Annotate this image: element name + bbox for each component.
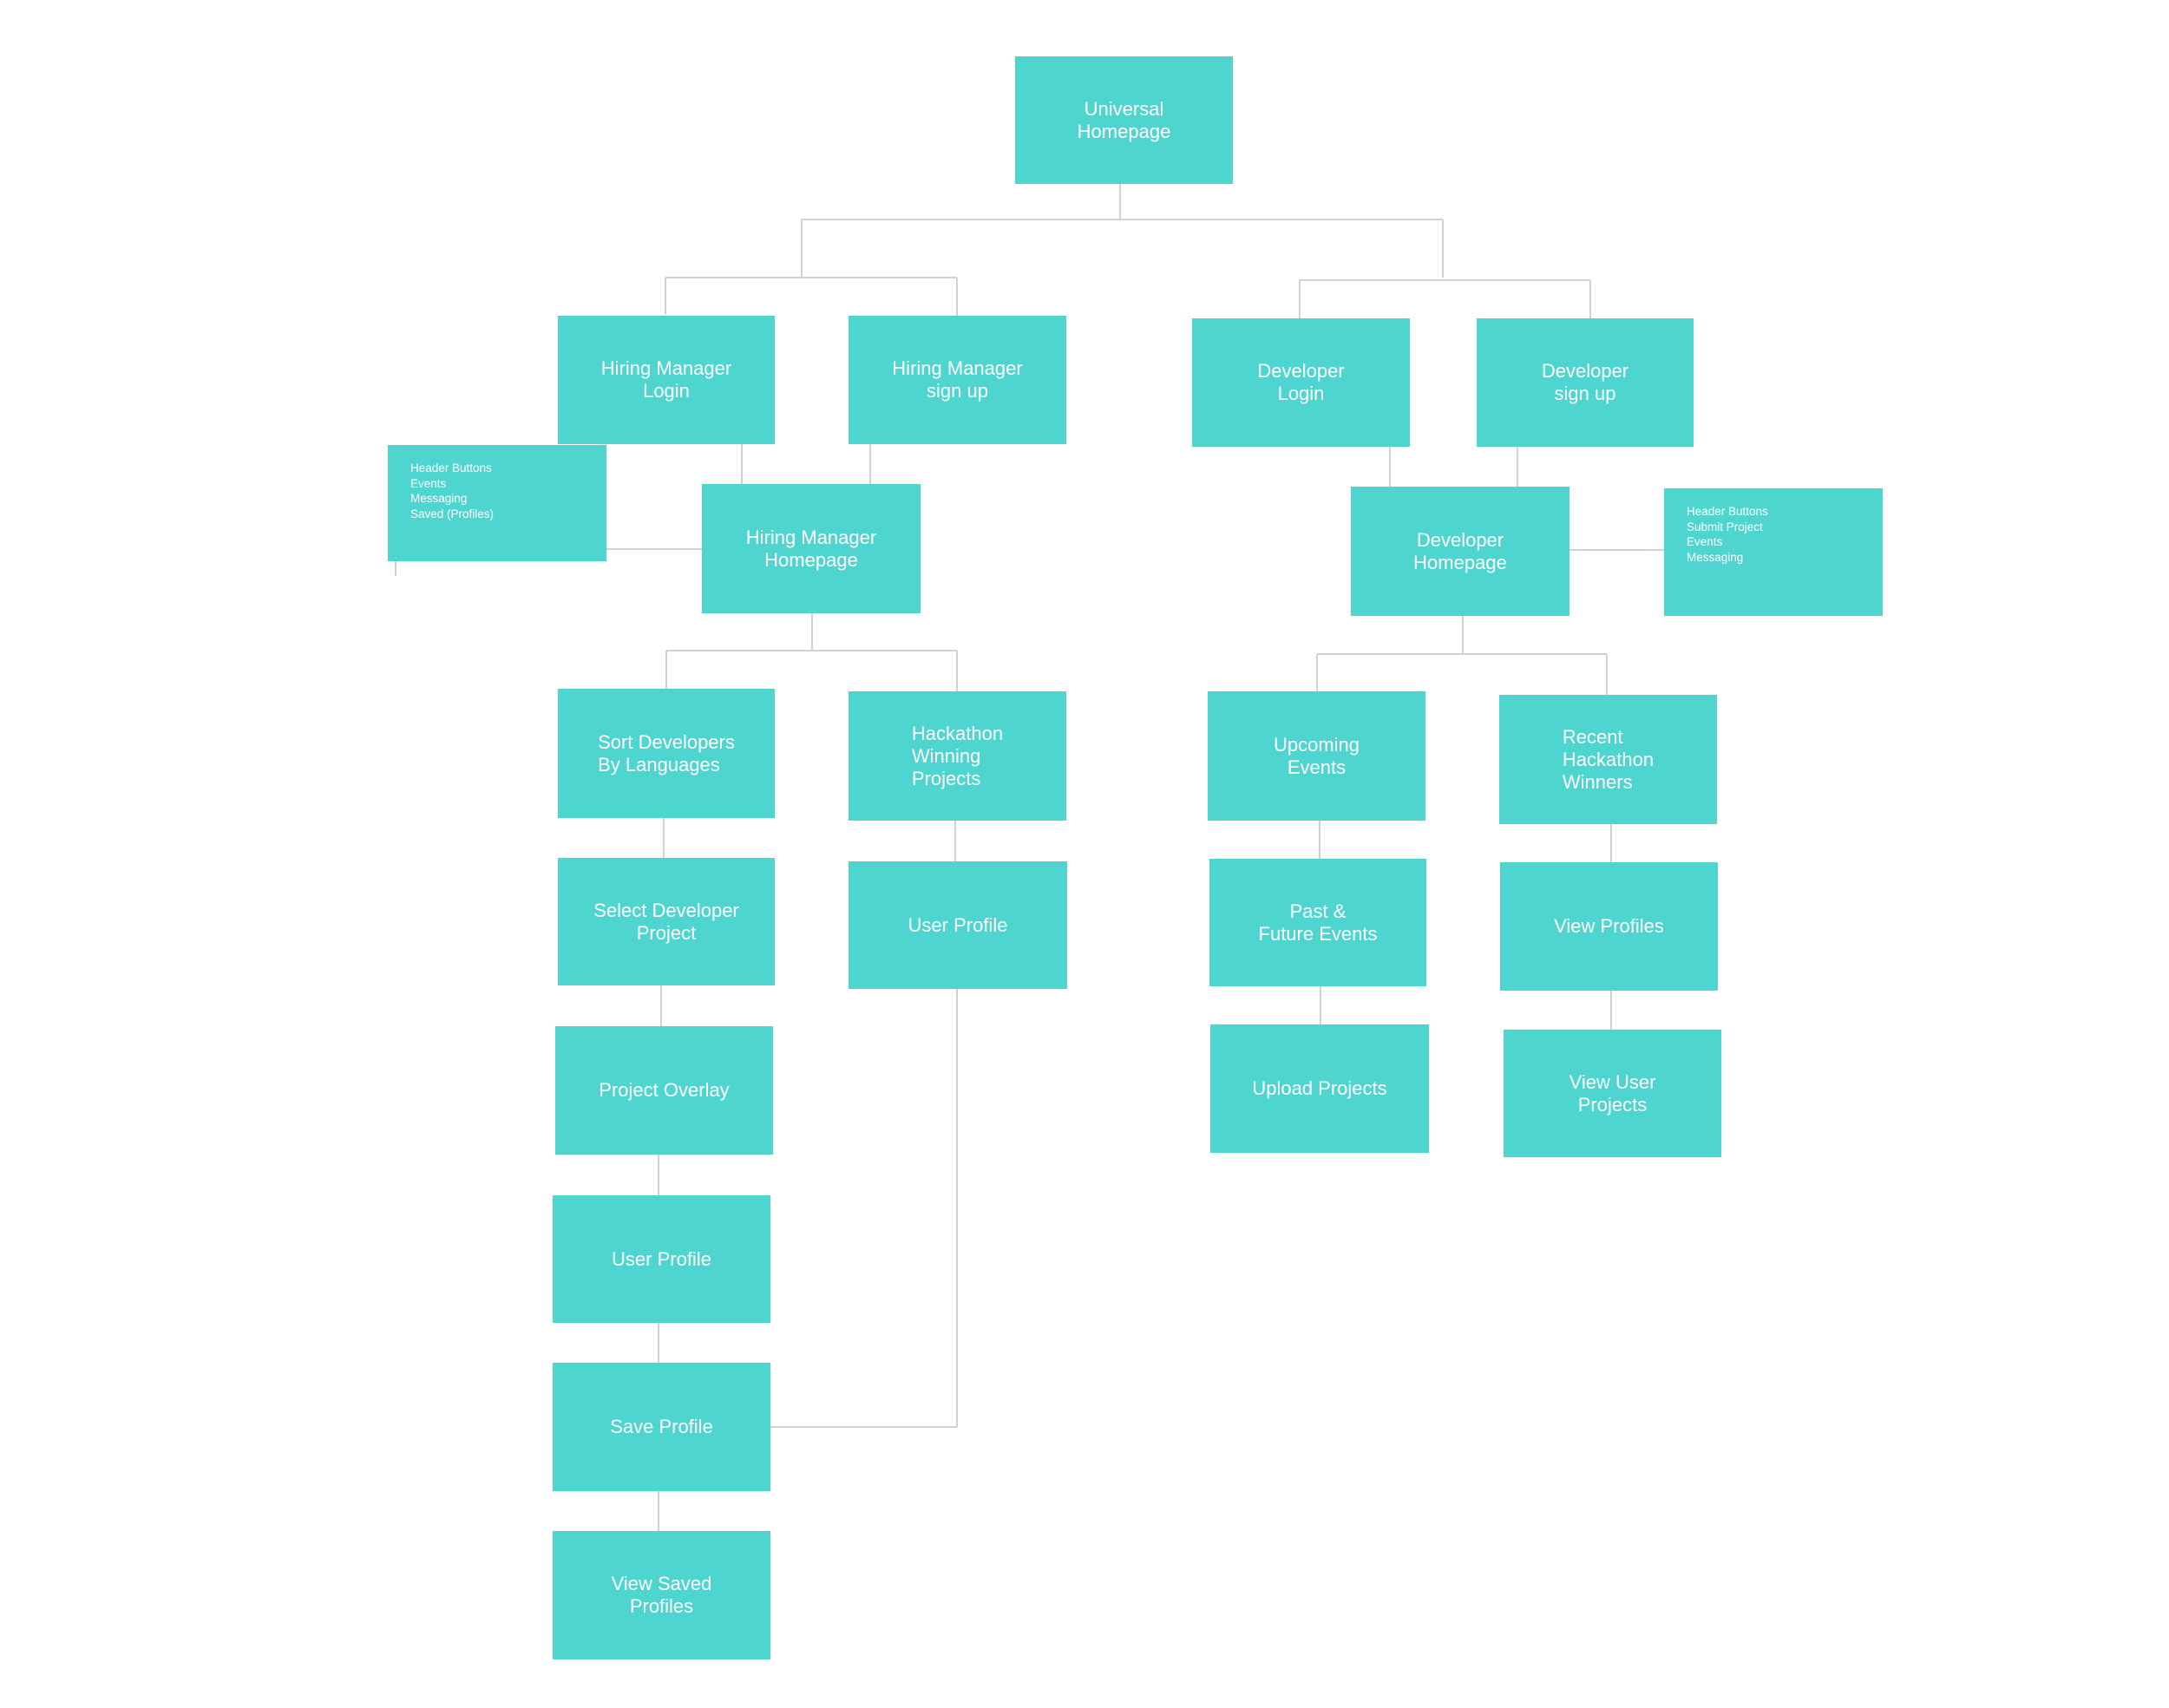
hiring-manager-login-node[interactable]: Hiring Manager Login (558, 316, 775, 444)
hackathon-winning-projects-node[interactable]: Hackathon Winning Projects (849, 691, 1066, 821)
view-user-projects-label: View User Projects (1569, 1070, 1656, 1116)
project-overlay-label: Project Overlay (599, 1079, 730, 1101)
hiring-manager-notes-text: Header Buttons Events Messaging Saved (P… (410, 461, 495, 520)
view-user-projects-node[interactable]: View User Projects (1504, 1030, 1721, 1157)
view-saved-profiles-label: View Saved Profiles (611, 1573, 712, 1617)
select-developer-project-label: Select Developer Project (593, 899, 739, 944)
universal-homepage-label: Universal Homepage (1077, 97, 1171, 142)
developer-homepage-label: Developer Homepage (1413, 528, 1507, 573)
user-profile-right-label: User Profile (908, 913, 1008, 936)
developer-homepage-node[interactable]: Developer Homepage (1351, 487, 1569, 616)
hiring-manager-homepage-notes: Header Buttons Events Messaging Saved (P… (388, 445, 606, 561)
upload-projects-node[interactable]: Upload Projects (1210, 1024, 1429, 1153)
hiring-manager-homepage-label: Hiring Manager Homepage (745, 526, 877, 571)
user-profile-label: User Profile (612, 1247, 711, 1270)
project-overlay-node[interactable]: Project Overlay (555, 1026, 773, 1155)
view-profiles-node[interactable]: View Profiles (1500, 862, 1718, 991)
developer-signup-label: Developer sign up (1541, 360, 1629, 404)
upcoming-events-node[interactable]: Upcoming Events (1208, 691, 1425, 821)
upcoming-events-label: Upcoming Events (1273, 733, 1360, 778)
developer-notes-text: Header Buttons Submit Project Events Mes… (1687, 505, 1768, 564)
save-profile-label: Save Profile (610, 1416, 713, 1437)
developer-signup-node[interactable]: Developer sign up (1477, 318, 1694, 447)
user-profile-node[interactable]: User Profile (553, 1195, 770, 1323)
sort-developers-label: Sort Developers By Languages (598, 730, 735, 775)
hiring-manager-login-label: Hiring Manager Login (600, 357, 732, 402)
view-saved-profiles-node[interactable]: View Saved Profiles (553, 1531, 770, 1659)
view-profiles-label: View Profiles (1554, 915, 1664, 937)
past-future-events-label: Past & Future Events (1258, 900, 1378, 945)
developer-homepage-notes: Header Buttons Submit Project Events Mes… (1664, 488, 1883, 616)
hiring-manager-homepage-node[interactable]: Hiring Manager Homepage (702, 484, 921, 613)
sort-developers-node[interactable]: Sort Developers By Languages (558, 689, 775, 818)
user-profile-right-node[interactable]: User Profile (849, 861, 1067, 989)
past-future-events-node[interactable]: Past & Future Events (1209, 859, 1426, 986)
universal-homepage-node[interactable]: Universal Homepage (1015, 56, 1233, 184)
recent-hackathon-winners-node[interactable]: Recent Hackathon Winners (1499, 695, 1717, 824)
select-developer-project-node[interactable]: Select Developer Project (558, 858, 775, 985)
developer-login-label: Developer Login (1257, 360, 1345, 404)
save-profile-node[interactable]: Save Profile (553, 1363, 770, 1491)
hiring-manager-signup-label: Hiring Manager sign up (892, 357, 1023, 402)
hackathon-winning-projects-label: Hackathon Winning Projects (911, 722, 1004, 789)
recent-hackathon-winners-label: Recent Hackathon Winners (1562, 725, 1655, 793)
upload-projects-label: Upload Projects (1252, 1077, 1387, 1099)
developer-login-node[interactable]: Developer Login (1192, 318, 1410, 447)
hiring-manager-signup-node[interactable]: Hiring Manager sign up (849, 316, 1066, 444)
